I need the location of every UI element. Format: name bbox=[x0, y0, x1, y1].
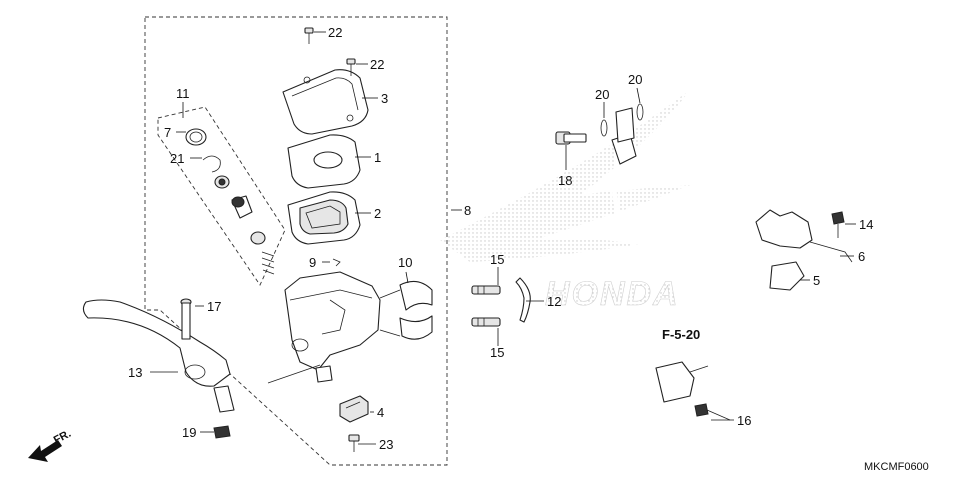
callout-22-upper: 22 bbox=[328, 25, 342, 40]
callout-8: 8 bbox=[464, 203, 471, 218]
bolt-14 bbox=[831, 211, 845, 238]
diaphragm-plate bbox=[287, 134, 361, 189]
callout-numbers: 22 22 3 1 2 11 7 21 9 10 8 15 15 12 4 23… bbox=[128, 25, 929, 473]
callout-15-lower: 15 bbox=[490, 345, 504, 360]
oil-bolt-18 bbox=[555, 131, 587, 145]
screw-22-lower bbox=[346, 58, 356, 76]
front-direction-arrow: FR. bbox=[28, 428, 73, 462]
callout-5: 5 bbox=[813, 273, 820, 288]
piston-set-group-frame bbox=[157, 106, 286, 286]
callout-21: 21 bbox=[170, 151, 184, 166]
brake-lever bbox=[82, 299, 235, 413]
banjo-fitting bbox=[655, 361, 709, 403]
brake-hose bbox=[611, 107, 805, 370]
callout-12: 12 bbox=[547, 294, 561, 309]
leader-lines bbox=[150, 31, 856, 445]
master-cylinder-body bbox=[267, 271, 381, 384]
screw-22-upper bbox=[304, 27, 314, 44]
callout-16: 16 bbox=[737, 413, 751, 428]
callout-4: 4 bbox=[377, 405, 384, 420]
nut-19 bbox=[213, 425, 231, 439]
honda-watermark-text: HONDA bbox=[545, 275, 680, 313]
diaphragm bbox=[287, 191, 361, 245]
callout-18: 18 bbox=[558, 173, 572, 188]
callout-9: 9 bbox=[309, 255, 316, 270]
washer-20-a bbox=[600, 119, 608, 137]
clamp-holder bbox=[379, 280, 433, 340]
bolt-15-upper bbox=[471, 285, 501, 295]
callout-20-left: 20 bbox=[595, 87, 609, 102]
callout-6: 6 bbox=[858, 249, 865, 264]
bolt-16 bbox=[694, 403, 731, 421]
callout-13: 13 bbox=[128, 365, 142, 380]
switch-4 bbox=[339, 395, 369, 423]
callout-3: 3 bbox=[381, 91, 388, 106]
honda-wing-watermark: HONDA bbox=[440, 90, 690, 313]
bolt-15-lower bbox=[471, 317, 501, 327]
callout-23: 23 bbox=[379, 437, 393, 452]
reference-f-5-20: F-5-20 bbox=[662, 327, 700, 342]
callout-14: 14 bbox=[859, 217, 873, 232]
callout-11: 11 bbox=[176, 86, 190, 101]
callout-7: 7 bbox=[164, 125, 171, 140]
bolt-17 bbox=[180, 298, 192, 340]
callout-15-upper: 15 bbox=[490, 252, 504, 267]
master-cylinder-group-frame bbox=[144, 16, 448, 466]
front-direction-label: FR. bbox=[52, 428, 73, 447]
hose-clamp-6 bbox=[755, 209, 853, 263]
piston-set-parts bbox=[185, 128, 275, 275]
pin-9 bbox=[332, 258, 341, 267]
washer-20-b bbox=[636, 103, 644, 121]
front-stop-switch bbox=[515, 277, 531, 323]
callout-19: 19 bbox=[182, 425, 196, 440]
callout-17: 17 bbox=[207, 299, 221, 314]
diagram-code: MKCMF0600 bbox=[864, 461, 929, 473]
callout-2: 2 bbox=[374, 206, 381, 221]
screw-23 bbox=[348, 434, 360, 452]
callout-20-right: 20 bbox=[628, 72, 642, 87]
callout-1: 1 bbox=[374, 150, 381, 165]
callout-22-lower: 22 bbox=[370, 57, 384, 72]
reservoir-cap bbox=[282, 69, 369, 135]
callout-10: 10 bbox=[398, 255, 412, 270]
